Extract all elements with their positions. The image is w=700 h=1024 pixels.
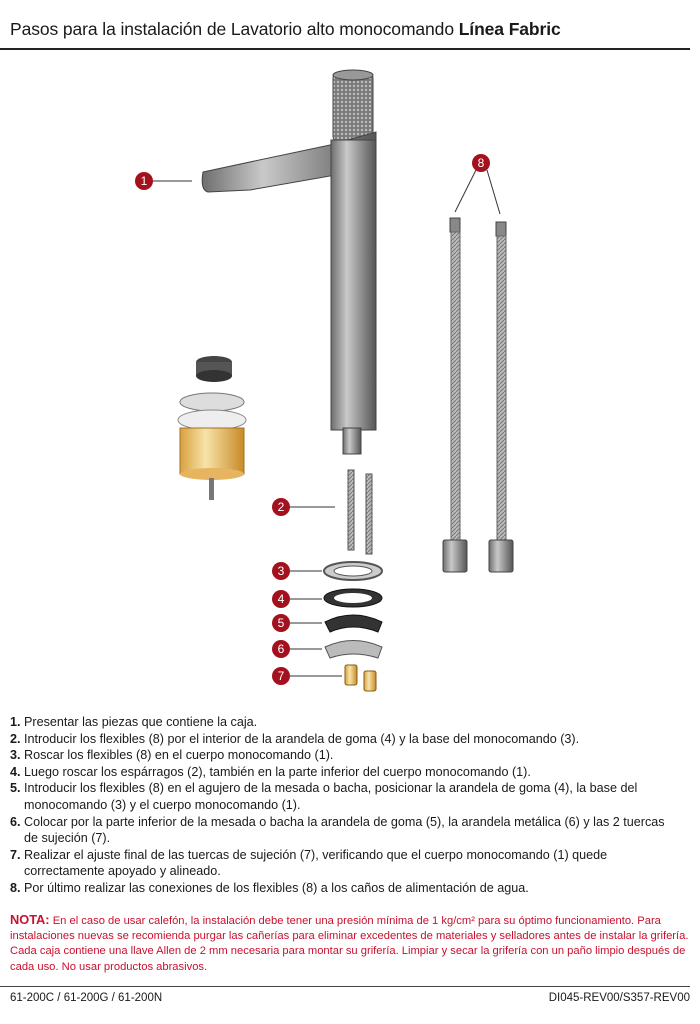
footer-divider	[0, 986, 690, 987]
svg-text:6: 6	[278, 642, 285, 656]
exploded-diagram: 1 8 2 3 4 5 6 7	[135, 69, 514, 692]
note-text: En el caso de usar calefón, la instalaci…	[10, 915, 689, 973]
callout-1: 1	[135, 172, 153, 190]
svg-text:2: 2	[278, 500, 285, 514]
drain-assembly	[177, 356, 247, 500]
svg-text:5: 5	[278, 616, 285, 630]
step-item: 7. Realizar el ajuste final de las tuerc…	[10, 847, 608, 879]
note-label: NOTA:	[10, 912, 50, 927]
flexible-hoses	[442, 217, 514, 573]
svg-text:8: 8	[478, 156, 485, 170]
nut	[363, 670, 377, 692]
step-item: 3. Roscar los flexibles (8) en el cuerpo…	[10, 748, 334, 763]
nut	[344, 664, 358, 686]
title-text: Pasos para la instalación de Lavatorio a…	[10, 19, 454, 39]
page-title: Pasos para la instalación de Lavatorio a…	[10, 19, 561, 40]
model-codes: 61-200C / 61-200G / 61-200N	[10, 992, 163, 1004]
studs	[347, 469, 373, 555]
step-item: 4. Luego roscar los espárragos (2), tamb…	[10, 764, 531, 779]
callout-5: 5	[272, 614, 290, 632]
rubber-washer-lower	[324, 614, 383, 633]
callout-7: 7	[272, 667, 290, 685]
note-block: NOTA: En el caso de usar calefón, la ins…	[10, 912, 690, 975]
step-item: 1. Presentar las piezas que contiene la …	[10, 715, 258, 729]
document-code: DI045-REV00/S357-REV00	[548, 992, 690, 1004]
faucet-body	[201, 69, 377, 455]
title-product-line: Línea Fabric	[458, 19, 561, 39]
svg-text:4: 4	[278, 592, 285, 606]
step-item: 5. Introducir los flexibles (8) en el ag…	[10, 781, 638, 812]
header-divider	[0, 48, 690, 50]
step-item: 2. Introducir los flexibles (8) por el i…	[10, 731, 580, 746]
step-item: 8. Por último realizar las conexiones de…	[10, 880, 529, 895]
metal-washer	[324, 640, 383, 659]
svg-text:7: 7	[278, 669, 285, 683]
callout-3: 3	[272, 562, 290, 580]
callout-badges: 1 8 2 3 4 5 6 7	[135, 154, 490, 685]
svg-text:1: 1	[141, 174, 148, 188]
callout-6: 6	[272, 640, 290, 658]
svg-text:3: 3	[278, 564, 285, 578]
callout-8: 8	[472, 154, 490, 172]
step-item: 6. Colocar por la parte inferior de la m…	[10, 814, 665, 846]
callout-2: 2	[272, 498, 290, 516]
callout-4: 4	[272, 590, 290, 608]
installation-steps: 1. Presentar las piezas que contiene la …	[10, 714, 680, 897]
